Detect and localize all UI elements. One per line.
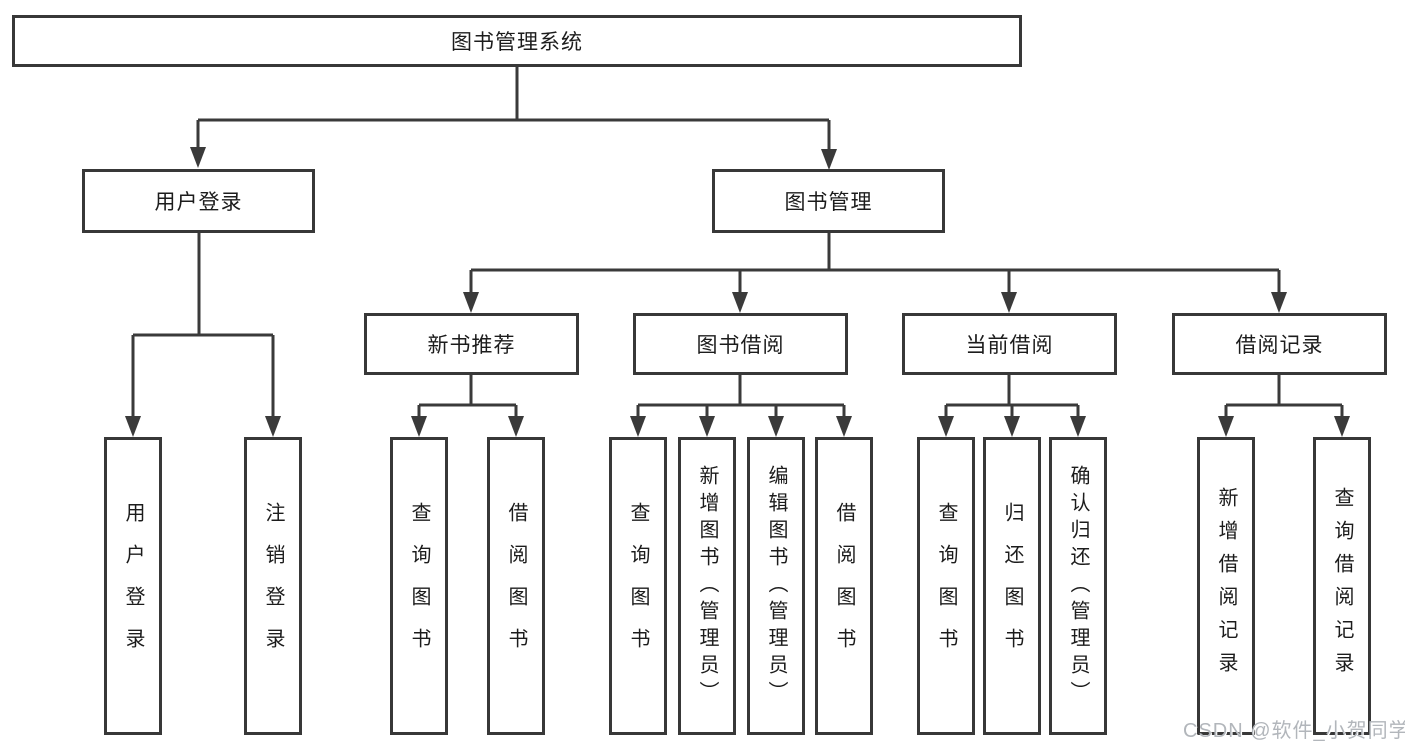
leaf-edit-books-admin: 编辑图书（管理员） <box>747 437 805 735</box>
node-label: 新书推荐 <box>427 334 516 357</box>
leaf-borrow-books: 借阅图书 <box>815 437 873 735</box>
node-label: 图书管理 <box>784 191 873 214</box>
leaf-label: 注销登录 <box>262 502 284 670</box>
csdn-watermark: CSDN @软件_小贺同学 <box>1183 720 1405 742</box>
node-label: 借阅记录 <box>1235 334 1324 357</box>
node-book-borrow: 图书借阅 <box>633 313 848 375</box>
leaf-label: 确认归还（管理员） <box>1067 464 1089 708</box>
node-new-book-recommend: 新书推荐 <box>364 313 579 375</box>
node-current-borrow: 当前借阅 <box>902 313 1117 375</box>
leaf-label: 新增借阅记录 <box>1215 487 1237 685</box>
leaf-label: 编辑图书（管理员） <box>765 464 787 708</box>
arrowhead-icons <box>125 147 1350 437</box>
leaf-query-books-current: 查询图书 <box>917 437 975 735</box>
leaf-query-books-recommend: 查询图书 <box>390 437 448 735</box>
node-label: 图书管理系统 <box>451 31 583 54</box>
leaf-add-borrow-record: 新增借阅记录 <box>1197 437 1255 735</box>
leaf-logout: 注销登录 <box>244 437 302 735</box>
leaf-return-books: 归还图书 <box>983 437 1041 735</box>
leaf-label: 查询图书 <box>935 502 957 670</box>
leaf-borrow-books-recommend: 借阅图书 <box>487 437 545 735</box>
leaf-label: 查询图书 <box>408 502 430 670</box>
leaf-label: 借阅图书 <box>505 502 527 670</box>
leaf-label: 用户登录 <box>122 502 144 670</box>
node-borrow-records: 借阅记录 <box>1172 313 1387 375</box>
leaf-label: 借阅图书 <box>833 502 855 670</box>
leaf-query-books-borrow: 查询图书 <box>609 437 667 735</box>
node-label: 用户登录 <box>154 191 243 214</box>
node-library-management-system: 图书管理系统 <box>12 15 1022 67</box>
node-label: 当前借阅 <box>965 334 1054 357</box>
node-book-management: 图书管理 <box>712 169 945 233</box>
node-label: 图书借阅 <box>696 334 785 357</box>
leaf-query-borrow-record: 查询借阅记录 <box>1313 437 1371 735</box>
leaf-label: 新增图书（管理员） <box>696 464 718 708</box>
leaf-label: 查询图书 <box>627 502 649 670</box>
leaf-label: 归还图书 <box>1001 502 1023 670</box>
leaf-user-login: 用户登录 <box>104 437 162 735</box>
node-user-login: 用户登录 <box>82 169 315 233</box>
leaf-label: 查询借阅记录 <box>1331 487 1353 685</box>
leaf-confirm-return-admin: 确认归还（管理员） <box>1049 437 1107 735</box>
leaf-add-books-admin: 新增图书（管理员） <box>678 437 736 735</box>
